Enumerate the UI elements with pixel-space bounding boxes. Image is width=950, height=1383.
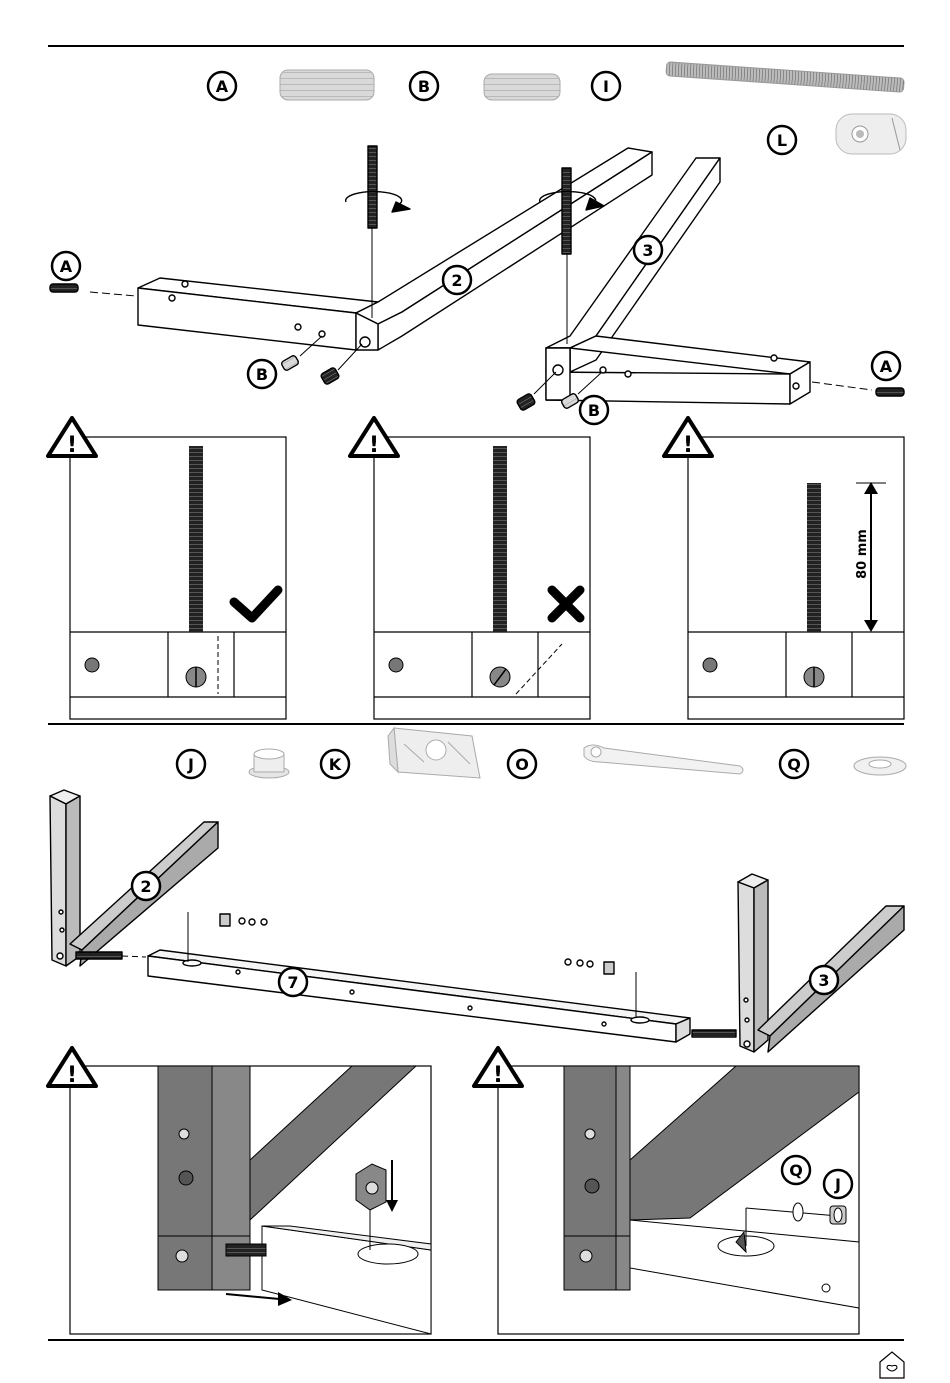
dowel-a-icon <box>280 70 374 100</box>
part-label-b: B <box>418 77 430 96</box>
part-label-q: Q <box>787 755 801 774</box>
wrench-icon <box>584 745 743 774</box>
part-label-a: A <box>216 77 229 96</box>
label-frame-3: 3 <box>642 241 653 260</box>
part-label-i: I <box>603 77 609 96</box>
label-a-right: A <box>880 357 893 376</box>
dowel-b-icon <box>484 74 560 100</box>
label-frame-7: 7 <box>287 973 298 992</box>
nut-j-icon <box>830 1206 846 1224</box>
label-b-right: B <box>588 401 600 420</box>
svg-text:!: ! <box>67 433 77 458</box>
svg-text:!: ! <box>369 433 379 458</box>
warning-panel-wrong <box>374 437 590 719</box>
detail-panel-left <box>70 1066 431 1334</box>
step2-assembly <box>50 790 904 1052</box>
split-washer-icon <box>854 757 906 775</box>
bracket-icon <box>388 728 480 778</box>
detail-panel-right: Q J <box>498 1066 859 1334</box>
washer-q-icon <box>793 1203 803 1221</box>
label-frame-2-step2: 2 <box>140 877 151 896</box>
label-a-left: A <box>60 257 73 276</box>
step1-assembly <box>50 146 904 411</box>
part-label-k: K <box>329 755 342 774</box>
flange-nut-icon <box>249 749 289 778</box>
svg-text:!: ! <box>683 433 693 458</box>
barrel-nut-icon <box>836 114 906 154</box>
part-label-j: J <box>187 755 194 774</box>
label-frame-2: 2 <box>451 271 462 290</box>
threaded-rod-icon <box>666 62 904 93</box>
detail-label-j: J <box>834 1175 841 1194</box>
warning-panel-correct <box>70 437 286 719</box>
part-label-l: L <box>777 131 787 150</box>
warning-panel-measure: 80 mm <box>688 437 904 719</box>
threaded-rod-2 <box>562 168 571 254</box>
label-frame-3-step2: 3 <box>818 971 829 990</box>
svg-text:!: ! <box>493 1063 503 1088</box>
threaded-rod-1 <box>368 146 377 228</box>
part-label-o: O <box>515 755 529 774</box>
label-b-left: B <box>256 365 268 384</box>
svg-text:!: ! <box>67 1063 77 1088</box>
home-logo-icon <box>880 1352 904 1378</box>
dowel-a-left <box>50 284 78 292</box>
detail-label-q: Q <box>789 1161 803 1180</box>
measurement-label: 80 mm <box>855 529 870 579</box>
dowel-a-right <box>876 388 904 396</box>
parts-row-top: A B I L <box>208 62 906 154</box>
bracket-insert-icon <box>356 1164 386 1210</box>
parts-row-bottom: J K O Q <box>177 728 906 778</box>
